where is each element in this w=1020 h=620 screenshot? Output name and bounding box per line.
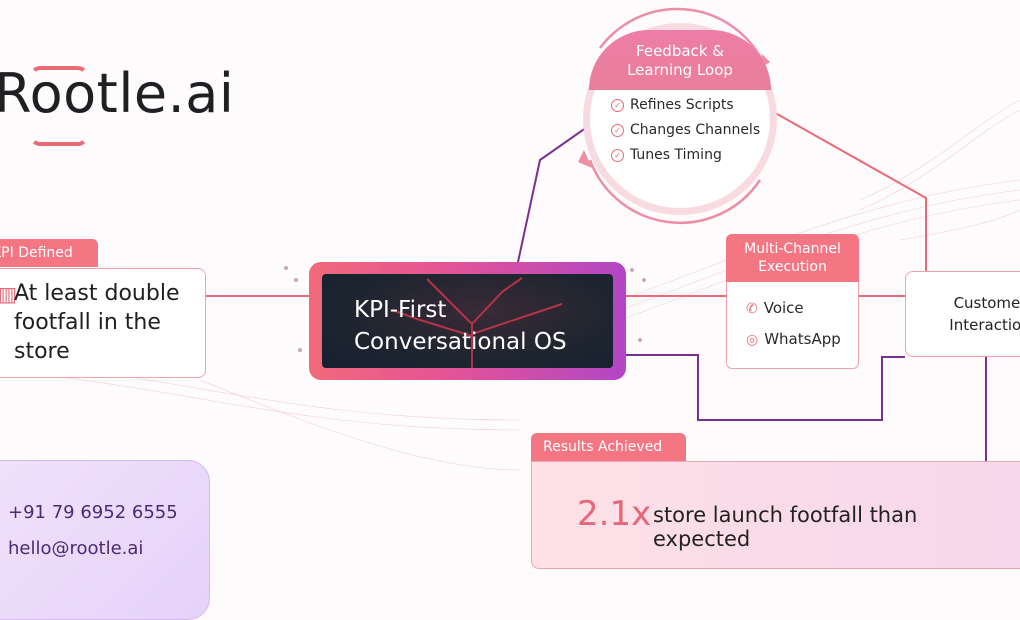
feedback-header: [589, 30, 771, 90]
logo-frame: [30, 66, 88, 146]
check-icon: ✓: [611, 149, 624, 162]
customer-line1: Customer: [953, 294, 1020, 312]
line-os-to-fb: [517, 124, 591, 263]
feedback-title-line1: Feedback &: [636, 42, 724, 60]
check-icon: ✓: [611, 99, 624, 112]
results-tab: Results Achieved: [531, 433, 686, 461]
kpi-text: At least double footfall in the store: [14, 281, 180, 364]
multichannel-item: ✆ Voice: [746, 299, 804, 317]
chart-icon: ▥: [0, 282, 17, 306]
feedback-item: ✓ Refines Scripts: [611, 97, 734, 113]
customer-interaction-label: Customer Interaction: [930, 292, 1020, 336]
feedback-item: ✓ Tunes Timing: [611, 147, 722, 163]
os-title-line2: Conversational OS: [354, 329, 567, 355]
connector-lines: [0, 7, 1020, 471]
os-title-line1: KPI-First: [354, 297, 447, 323]
feedback-title-line2: Learning Loop: [627, 61, 733, 79]
feedback-title: Feedback & Learning Loop: [592, 42, 768, 80]
customer-line2: Interaction: [949, 316, 1020, 334]
multichannel-header: Multi-Channel Execution: [726, 234, 859, 282]
results-number: 2.1x: [577, 494, 652, 534]
customer-interaction-box: [905, 271, 1020, 357]
tree-icon: [391, 277, 563, 368]
os-title: KPI-First Conversational OS: [354, 294, 567, 358]
loop-arc-top: [598, 7, 764, 61]
multichannel-item-label: Voice: [763, 299, 804, 317]
brand-logo: Rootle.ai: [0, 62, 235, 125]
results-text: store launch footfall than expected: [653, 503, 918, 551]
multichannel-item: ◎ WhatsApp: [746, 330, 841, 348]
results-box: [531, 461, 1020, 569]
feedback-item-label: Tunes Timing: [630, 147, 722, 163]
os-panel: [322, 274, 613, 368]
multichannel-body: [726, 282, 859, 369]
check-icon: ✓: [611, 124, 624, 137]
contact-phone[interactable]: +91 79 6952 6555: [8, 502, 178, 523]
multichannel-title-line2: Execution: [758, 259, 827, 275]
multichannel-title-line1: Multi-Channel: [744, 241, 841, 257]
line-os-to-ci-loop: [626, 354, 905, 421]
multichannel-item-label: WhatsApp: [764, 330, 841, 348]
kpi-card: [0, 268, 206, 378]
loop-arc-bottom: [588, 159, 762, 225]
feedback-item: ✓ Changes Channels: [611, 122, 760, 138]
feedback-item-label: Refines Scripts: [630, 97, 734, 113]
line-fb-to-ci: [769, 109, 927, 271]
phone-icon: ✆: [746, 301, 758, 317]
feedback-item-label: Changes Channels: [630, 122, 761, 138]
contact-card: [0, 460, 210, 620]
kpi-tab: KPI Defined: [0, 239, 98, 267]
contact-email[interactable]: hello@rootle.ai: [8, 538, 144, 559]
whatsapp-icon: ◎: [746, 332, 759, 348]
loop-arrow-head-bottom: [578, 150, 592, 168]
